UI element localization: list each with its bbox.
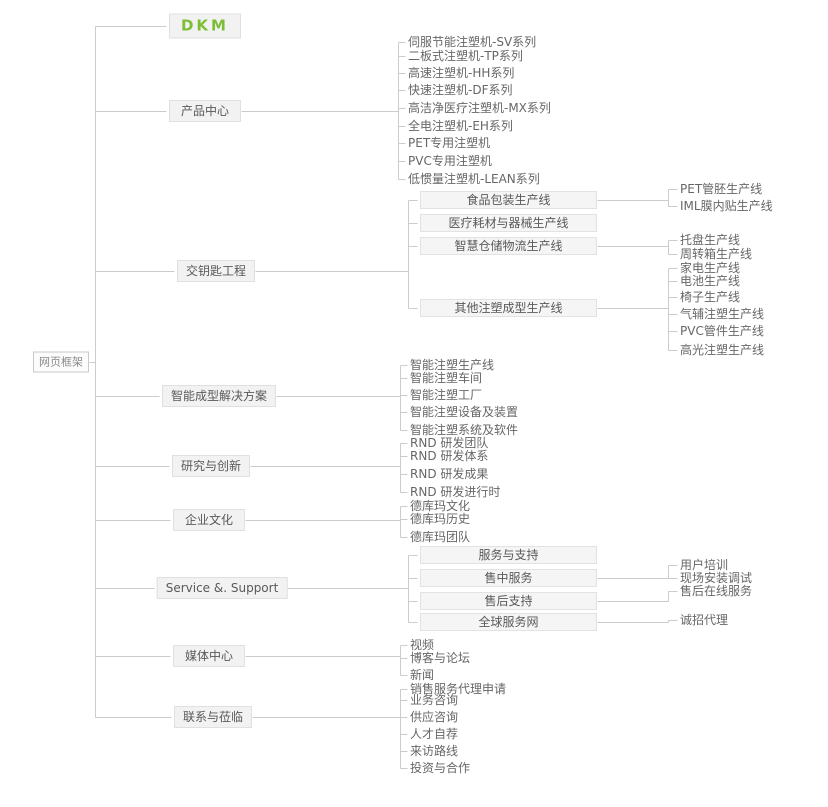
node-tp-series[interactable]: 二板式注塑机-TP系列 (408, 49, 523, 63)
node-sv-series[interactable]: 伺服节能注塑机-SV系列 (408, 35, 537, 49)
node-iml[interactable]: IML膜内贴生产线 (680, 199, 773, 213)
node-visit-route[interactable]: 来访路线 (410, 744, 459, 758)
node-eh-series[interactable]: 全电注塑机-EH系列 (408, 119, 513, 133)
node-agents[interactable]: 诚招代理 (680, 613, 729, 627)
node-rnd-system[interactable]: RND 研发体系 (410, 449, 489, 463)
node-blog-forum[interactable]: 博客与论坛 (410, 651, 471, 665)
node-appliance[interactable]: 家电生产线 (680, 261, 741, 275)
node-investment[interactable]: 投资与合作 (410, 761, 471, 775)
node-medical[interactable]: 医疗耗材与器械生产线 (420, 214, 597, 232)
node-culture[interactable]: 企业文化 (173, 509, 245, 531)
node-service-support[interactable]: Service &. Support (156, 577, 288, 599)
node-service-overview[interactable]: 服务与支持 (420, 546, 597, 564)
node-site-root[interactable]: 网页框架 (33, 351, 89, 373)
node-smart-workshop[interactable]: 智能注塑车间 (410, 371, 483, 385)
node-contact[interactable]: 联系与莅临 (173, 706, 253, 728)
node-high-gloss[interactable]: 高光注塑生产线 (680, 343, 765, 357)
node-online-service[interactable]: 售后在线服务 (680, 584, 753, 598)
node-other-molding[interactable]: 其他注塑成型生产线 (420, 299, 597, 317)
node-supply-inquiry[interactable]: 供应咨询 (410, 710, 459, 724)
node-research[interactable]: 研究与创新 (171, 455, 251, 477)
node-after-sale[interactable]: 售后支持 (420, 592, 597, 610)
node-food-packaging[interactable]: 食品包装生产线 (420, 191, 597, 209)
node-hh-series[interactable]: 高速注塑机-HH系列 (408, 66, 515, 80)
node-smart-equipment[interactable]: 智能注塑设备及装置 (410, 405, 519, 419)
node-videos[interactable]: 视频 (410, 638, 435, 652)
node-smart-molding[interactable]: 智能成型解决方案 (161, 385, 277, 407)
node-warehouse[interactable]: 智慧仓储物流生产线 (420, 237, 597, 255)
node-brand-logo[interactable]: DKM (169, 13, 241, 39)
node-rnd-team[interactable]: RND 研发团队 (410, 436, 489, 450)
node-culture-history[interactable]: 德库玛历史 (410, 512, 471, 526)
node-news[interactable]: 新闻 (410, 668, 435, 682)
node-smart-line[interactable]: 智能注塑生产线 (410, 358, 495, 372)
node-business-inquiry[interactable]: 业务咨询 (410, 693, 459, 707)
node-global-network[interactable]: 全球服务网 (420, 613, 597, 631)
node-pvc-fitting[interactable]: PVC管件生产线 (680, 324, 764, 338)
node-user-training[interactable]: 用户培训 (680, 558, 729, 572)
node-rnd-results[interactable]: RND 研发成果 (410, 467, 489, 481)
node-agent-apply[interactable]: 销售服务代理申请 (410, 682, 507, 696)
node-df-series[interactable]: 快速注塑机-DF系列 (408, 83, 513, 97)
node-crate[interactable]: 周转箱生产线 (680, 247, 753, 261)
node-chair[interactable]: 椅子生产线 (680, 290, 741, 304)
node-rnd-ongoing[interactable]: RND 研发进行时 (410, 485, 501, 499)
node-product-center[interactable]: 产品中心 (169, 100, 241, 122)
node-culture-team[interactable]: 德库玛团队 (410, 530, 471, 544)
node-pvc-machine[interactable]: PVC专用注塑机 (408, 154, 492, 168)
node-pet-machine[interactable]: PET专用注塑机 (408, 136, 491, 150)
node-smart-factory[interactable]: 智能注塑工厂 (410, 388, 483, 402)
node-media-center[interactable]: 媒体中心 (173, 645, 245, 667)
node-pallet[interactable]: 托盘生产线 (680, 233, 741, 247)
node-gas-assist[interactable]: 气辅注塑生产线 (680, 307, 765, 321)
node-in-sale[interactable]: 售中服务 (420, 569, 597, 587)
node-turnkey[interactable]: 交钥匙工程 (176, 260, 256, 282)
node-installation[interactable]: 现场安装调试 (680, 571, 753, 585)
node-lean-series[interactable]: 低惯量注塑机-LEAN系列 (408, 172, 540, 186)
node-mx-series[interactable]: 高洁净医疗注塑机-MX系列 (408, 101, 551, 115)
node-talent[interactable]: 人才自荐 (410, 727, 459, 741)
node-smart-software[interactable]: 智能注塑系统及软件 (410, 423, 519, 437)
node-battery[interactable]: 电池生产线 (680, 274, 741, 288)
node-pet-preform[interactable]: PET管胚生产线 (680, 182, 763, 196)
node-culture-dkm[interactable]: 德库玛文化 (410, 499, 471, 513)
